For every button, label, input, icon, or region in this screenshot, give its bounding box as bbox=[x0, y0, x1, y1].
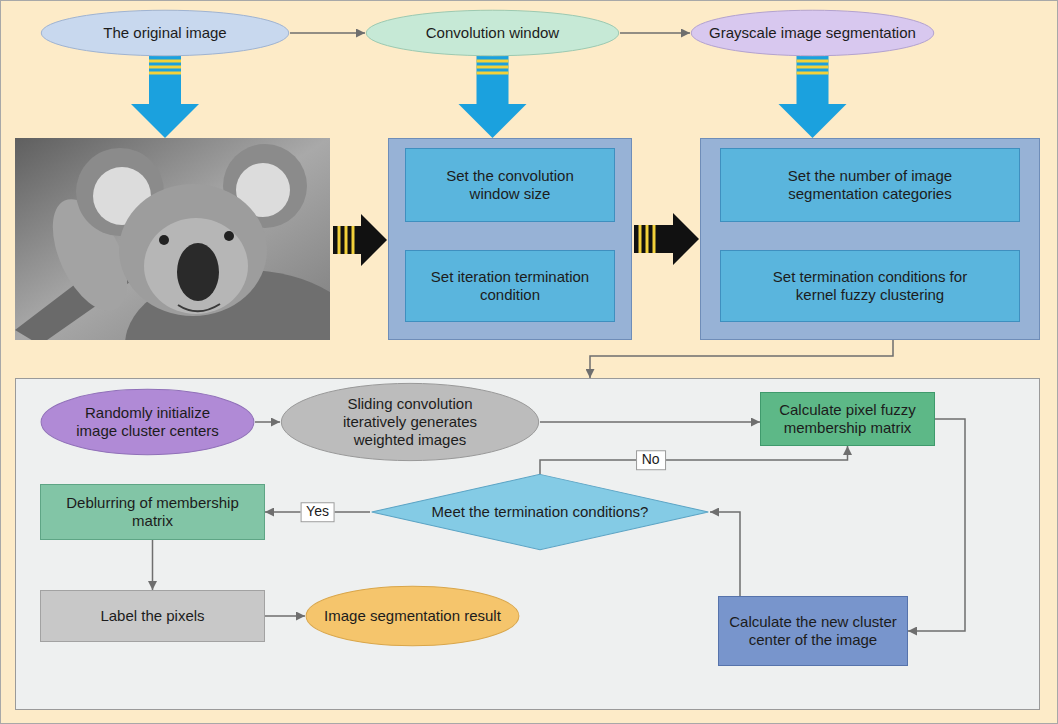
edge-label-holder: Yes bbox=[300, 502, 335, 522]
node-label: Calculate the new cluster center of the … bbox=[726, 613, 900, 649]
connector-line bbox=[540, 446, 848, 474]
arrow-stripe bbox=[653, 225, 656, 253]
settings-panel: Set the convolution window sizeSet itera… bbox=[388, 138, 632, 340]
arrow-stripe bbox=[149, 66, 181, 69]
ellipse-shape bbox=[41, 10, 289, 56]
koala-mouth bbox=[178, 304, 220, 311]
connector-line bbox=[710, 512, 740, 596]
edge-label: Yes bbox=[300, 502, 335, 522]
node-label: Sliding convolution iteratively generate… bbox=[326, 395, 494, 449]
setting-box: Set termination conditions for kernel fu… bbox=[720, 250, 1020, 322]
arrow-stripe bbox=[338, 226, 341, 254]
arrow-stripe bbox=[639, 225, 642, 253]
stage-ellipse: Grayscale image segmentation bbox=[690, 10, 935, 56]
process-ellipse: Sliding convolution iteratively generate… bbox=[280, 383, 540, 461]
settings-panel: Set the number of image segmentation cat… bbox=[700, 138, 1040, 340]
flow-arrow bbox=[152, 540, 153, 590]
arrow-stripe bbox=[149, 72, 181, 75]
block-arrow bbox=[779, 56, 847, 138]
flow-arrow bbox=[255, 422, 280, 423]
node-label: Set the convolution window size bbox=[420, 167, 600, 203]
ellipse-shape bbox=[306, 586, 519, 645]
flow-arrow bbox=[540, 422, 760, 423]
diamond-shape bbox=[372, 474, 709, 549]
connector-line bbox=[152, 540, 154, 590]
connector-line bbox=[540, 421, 760, 423]
setting-box: Set iteration termination condition bbox=[405, 250, 615, 322]
koala-eye bbox=[224, 231, 234, 241]
koala-eye bbox=[159, 235, 169, 245]
flow-arrow bbox=[265, 616, 305, 617]
decision-diamond: Meet the termination conditions? bbox=[370, 474, 710, 550]
arrow-body bbox=[634, 213, 699, 265]
ellipse-shape bbox=[366, 10, 618, 56]
koala-nose bbox=[177, 243, 219, 301]
arrow-body bbox=[459, 56, 527, 138]
setting-box: Set the number of image segmentation cat… bbox=[720, 148, 1020, 222]
arrow-stripe bbox=[345, 226, 348, 254]
right-block-arrow bbox=[333, 214, 387, 266]
node-label: Set iteration termination condition bbox=[420, 268, 600, 304]
flow-arrow bbox=[908, 419, 965, 631]
node-label: Label the pixels bbox=[100, 607, 204, 625]
connector-line bbox=[290, 32, 365, 34]
node-label: Grayscale image segmentation bbox=[709, 24, 916, 42]
arrow-stripe bbox=[477, 60, 509, 63]
stage-ellipse: The original image bbox=[40, 10, 290, 56]
connector-line bbox=[620, 32, 690, 34]
block-arrow bbox=[459, 56, 527, 138]
start-ellipse: Randomly initialize image cluster center… bbox=[40, 389, 255, 455]
arrow-stripe bbox=[797, 66, 829, 69]
flow-arrow bbox=[540, 446, 848, 474]
node-label: Image segmentation result bbox=[324, 607, 501, 625]
process-box: Deblurring of membership matrix bbox=[40, 484, 265, 540]
block-arrow bbox=[634, 213, 699, 265]
flow-arrow bbox=[290, 33, 365, 34]
node-label: Set termination conditions for kernel fu… bbox=[758, 268, 983, 304]
ellipse-shape bbox=[691, 10, 934, 56]
arrow-stripe bbox=[646, 225, 649, 253]
arrow-stripe bbox=[477, 66, 509, 69]
koala-head bbox=[119, 184, 267, 316]
node-label: Deblurring of membership matrix bbox=[63, 494, 243, 530]
end-ellipse: Image segmentation result bbox=[305, 586, 520, 646]
arrow-stripe bbox=[352, 226, 355, 254]
process-box: Calculate pixel fuzzy membership matrix bbox=[760, 392, 935, 446]
koala-face bbox=[144, 218, 248, 314]
koala-photo bbox=[15, 138, 330, 340]
arrow-body bbox=[333, 214, 387, 266]
arrow-stripe bbox=[797, 60, 829, 63]
arrow-body bbox=[779, 56, 847, 138]
node-label: Calculate pixel fuzzy membership matrix bbox=[768, 401, 927, 437]
flow-panel: Randomly initialize image cluster center… bbox=[15, 378, 1040, 710]
process-box: Label the pixels bbox=[40, 590, 265, 642]
connector-line bbox=[265, 615, 305, 617]
flow-arrow bbox=[590, 340, 893, 378]
arrow-body bbox=[131, 56, 199, 138]
flow-arrow bbox=[620, 33, 690, 34]
connector-line bbox=[590, 340, 893, 378]
node-label: Set the number of image segmentation cat… bbox=[763, 167, 978, 203]
node-label: Randomly initialize image cluster center… bbox=[67, 404, 228, 440]
down-block-arrow bbox=[131, 56, 199, 138]
arrow-stripe bbox=[477, 72, 509, 75]
edge-label-holder: No bbox=[636, 450, 666, 470]
flow-arrow bbox=[710, 512, 740, 596]
stage-ellipse: Convolution window bbox=[365, 10, 620, 56]
node-label: Meet the termination conditions? bbox=[432, 503, 649, 521]
connector-line bbox=[255, 421, 280, 423]
arrow-stripe bbox=[797, 72, 829, 75]
connector-line bbox=[908, 419, 965, 631]
setting-box: Set the convolution window size bbox=[405, 148, 615, 222]
ellipse-shape bbox=[281, 383, 538, 460]
arrow-stripe bbox=[149, 60, 181, 63]
ellipse-shape bbox=[41, 389, 254, 454]
process-box: Calculate the new cluster center of the … bbox=[718, 596, 908, 666]
edge-label: No bbox=[636, 450, 666, 470]
node-label: The original image bbox=[103, 24, 226, 42]
node-label: Convolution window bbox=[426, 24, 559, 42]
